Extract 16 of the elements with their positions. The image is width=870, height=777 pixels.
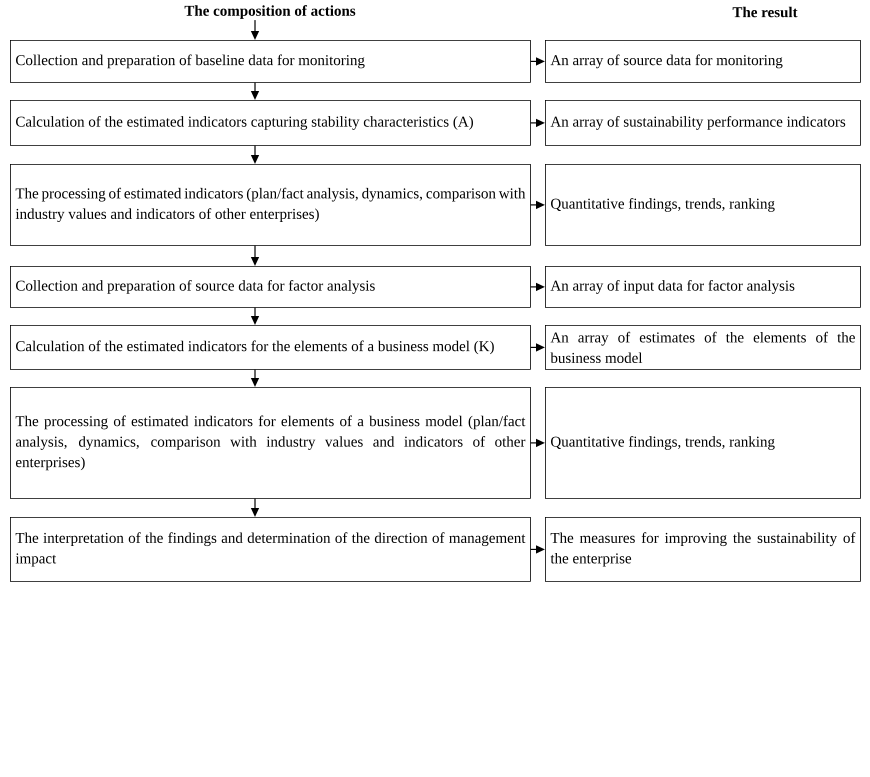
action-box: Calculation of the estimated indicators for the elements of a business model (K) (10, 325, 531, 370)
action-box: Collection and preparation of baseline data for monitoring (10, 40, 531, 83)
result-box: An array of source data for monitoring (545, 40, 861, 83)
result-box: An array of input data for factor analysis (545, 266, 861, 308)
action-box: The processing of estimated indicators for elements of a business model (plan/fact analysis, dynamics, comparison with industry values and indicators of other enterprises) (10, 387, 531, 499)
result-box: Quantitative findings, trends, ranking (545, 387, 861, 499)
result-box: Quantitative findings, trends, ranking (545, 164, 861, 246)
column-heading: The result (732, 6, 798, 18)
result-box: The measures for improving the sustainability of the enterprise (545, 517, 861, 582)
action-box: Collection and preparation of source data for factor analysis (10, 266, 531, 308)
action-box: Calculation of the estimated indicators capturing stability characteristics (A) (10, 100, 531, 146)
action-box: The processing of estimated indicators (plan/fact analysis, dynamics, comparison with industry values and indicators of other enterprises) (10, 164, 531, 246)
action-box: The interpretation of the findings and determination of the direction of management impact (10, 517, 531, 582)
column-heading: The composition of actions (184, 5, 356, 19)
result-box: An array of sustainability performance indicators (545, 100, 861, 146)
result-box: An array of estimates of the elements of the business model (545, 325, 861, 370)
